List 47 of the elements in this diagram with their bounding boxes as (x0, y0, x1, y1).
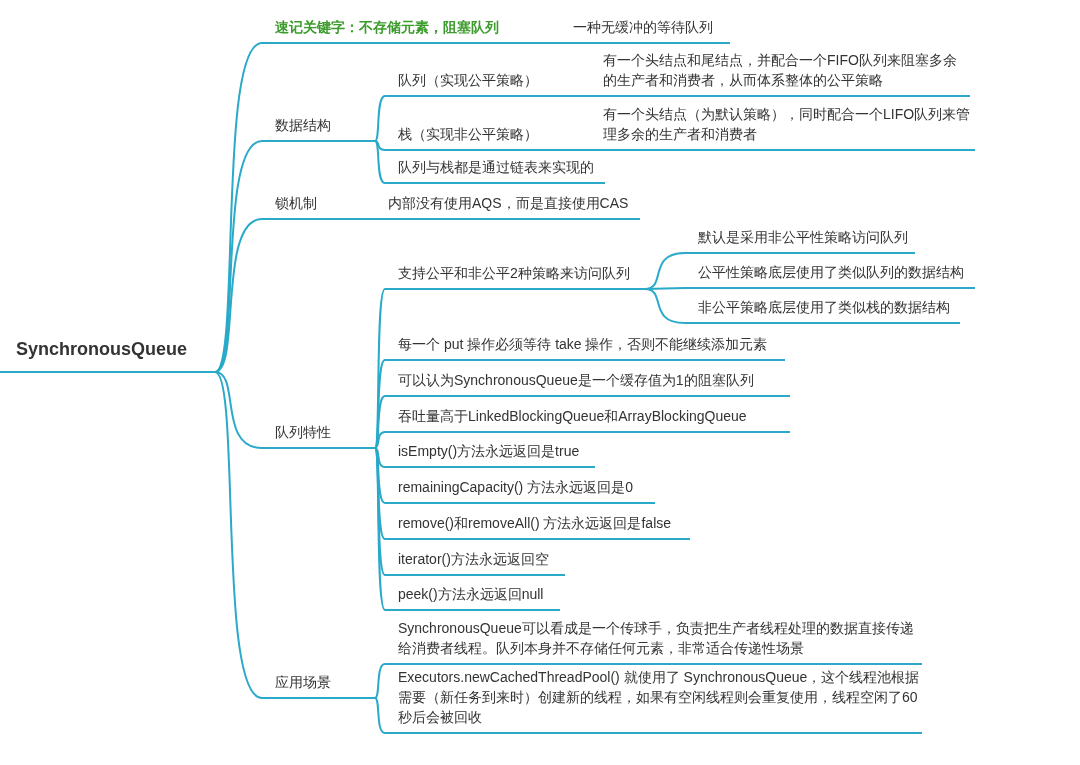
branch-text: 支持公平和非公平2种策略来访问队列 (385, 263, 645, 290)
branch-connector (214, 371, 263, 699)
topic-text: 数据结构 (262, 115, 375, 142)
branch-text: peek()方法永远返回null (385, 584, 560, 611)
branch-connector (547, 42, 561, 44)
branch-text: Executors.newCachedThreadPool() 就使用了 SynchronousQueue，这个线程池根据需要（新任务到来时）创建新的线程，如果有空闲线程则会重复使用，线程空闲了60秒后会被回收 (385, 667, 922, 734)
branch-text: 吞吐量高于LinkedBlockingQueue和ArrayBlockingQueue (385, 406, 790, 433)
branch-text: iterator()方法永远返回空 (385, 549, 565, 576)
branch-text: 有一个头结点（为默认策略），同时配合一个LIFO队列来管理多余的生产者和消费者 (590, 104, 975, 151)
branch-connector (644, 288, 686, 324)
branch-connector (374, 140, 386, 151)
branch-text: 内部没有使用AQS，而是直接使用CAS (375, 193, 640, 220)
branch-connector (374, 447, 386, 504)
topic-text: 锁机制 (262, 193, 363, 220)
branch-text: 可以认为SynchronousQueue是一个缓存值为1的阻塞队列 (385, 370, 790, 397)
branch-connector (214, 218, 263, 373)
branch-text: 队列（实现公平策略） (385, 70, 578, 97)
topic-text: 应用场景 (262, 672, 375, 699)
branch-connector (362, 218, 376, 220)
branch-connector (374, 140, 386, 184)
branch-connector (374, 663, 386, 699)
branch-text: 公平性策略底层使用了类似队列的数据结构 (685, 262, 975, 289)
branch-text: 队列与栈都是通过链表来实现的 (385, 157, 605, 184)
branch-text: 每一个 put 操作必须等待 take 操作，否则不能继续添加元素 (385, 334, 785, 361)
branch-connector (374, 395, 386, 449)
topic-text: 速记关键字：不存储元素，阻塞队列 (262, 17, 548, 44)
branch-connector (374, 288, 386, 449)
branch-connector (374, 95, 386, 142)
branch-connector (577, 95, 591, 97)
branch-text: 非公平策略底层使用了类似栈的数据结构 (685, 297, 960, 324)
branch-text: 栈（实现非公平策略） (385, 124, 578, 151)
branch-text: SynchronousQueue可以看成是一个传球手，负责把生产者线程处理的数据直接传递给消费者线程。队列本身并不存储任何元素，非常适合传递性场景 (385, 618, 922, 665)
branch-connector (374, 447, 386, 468)
branch-connector (214, 42, 263, 373)
branch-connector (374, 697, 386, 734)
branch-connector (577, 149, 591, 151)
topic-text: 队列特性 (262, 422, 375, 449)
branch-text: 有一个头结点和尾结点，并配合一个FIFO队列来阻塞多余的生产者和消费者，从而体系整体的公平策略 (590, 50, 970, 97)
branch-text: isEmpty()方法永远返回是true (385, 441, 595, 468)
branch-connector (374, 431, 386, 449)
root-topic: SynchronousQueue (0, 337, 215, 373)
branch-text: remove()和removeAll() 方法永远返回是false (385, 513, 690, 540)
branch-text: remainingCapacity() 方法永远返回是0 (385, 477, 655, 504)
branch-text: 默认是采用非公平性策略访问队列 (685, 227, 915, 254)
branch-text: 一种无缓冲的等待队列 (560, 17, 730, 44)
branch-connector (214, 371, 263, 449)
branch-connector (374, 447, 386, 611)
